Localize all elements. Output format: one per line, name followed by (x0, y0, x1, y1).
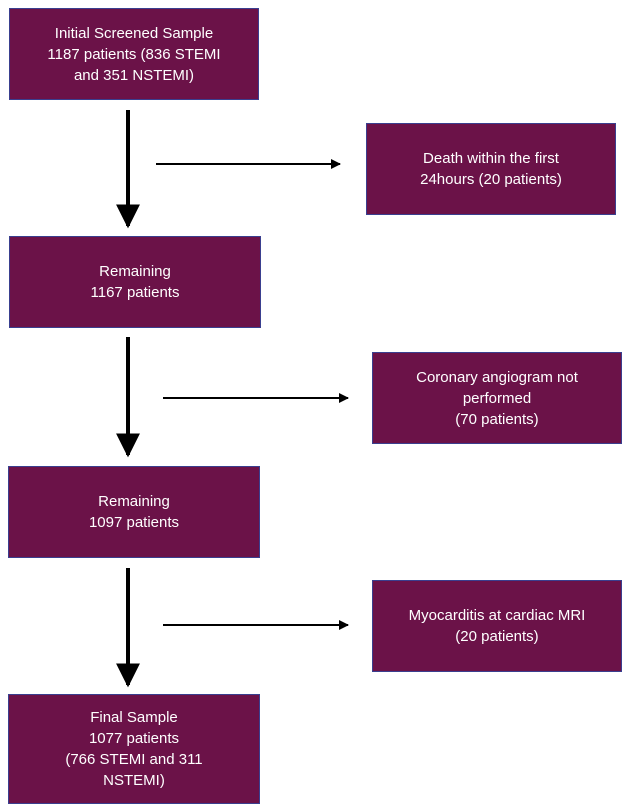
final-sample-line-3: (766 STEMI and 311 (65, 751, 203, 768)
remaining-1-line-2: 1167 patients (90, 284, 180, 301)
initial-sample-line-2: 1187 patients (836 STEMI (47, 45, 221, 63)
initial-sample-box: Initial Screened Sample 1187 patients (8… (9, 8, 259, 100)
final-sample-line-1: Final Sample (90, 709, 178, 726)
remaining-1-box: Remaining 1167 patients (9, 236, 261, 328)
final-sample-box: Final Sample 1077 patients (766 STEMI an… (8, 694, 260, 804)
exclusion-angiogram-line-1: Coronary angiogram not (416, 368, 578, 386)
remaining-2-box: Remaining 1097 patients (8, 466, 260, 558)
exclusion-death-box: Death within the first 24hours (20 patie… (366, 123, 616, 215)
final-sample-line-4: NSTEMI) (103, 772, 165, 789)
initial-sample-line-3: and 351 NSTEMI) (73, 66, 195, 84)
remaining-1-line-1: Remaining (99, 263, 171, 280)
initial-sample-line-1: Initial Screened Sample (54, 24, 214, 42)
exclusion-myocarditis-line-1: Myocarditis at cardiac MRI (408, 607, 586, 624)
remaining-2-line-2: 1097 patients (88, 514, 180, 531)
exclusion-myocarditis-line-2: (20 patients) (455, 628, 539, 645)
final-sample-line-2: 1077 patients (88, 730, 180, 747)
exclusion-death-line-1: Death within the first (423, 150, 559, 167)
exclusion-angiogram-box: Coronary angiogram not performed (70 pat… (372, 352, 622, 444)
exclusion-myocarditis-box: Myocarditis at cardiac MRI (20 patients) (372, 580, 622, 672)
exclusion-death-line-2: 24hours (20 patients) (420, 171, 562, 188)
remaining-2-line-1: Remaining (98, 493, 170, 510)
exclusion-angiogram-line-3: (70 patients) (455, 410, 539, 428)
exclusion-angiogram-line-2: performed (462, 389, 532, 407)
